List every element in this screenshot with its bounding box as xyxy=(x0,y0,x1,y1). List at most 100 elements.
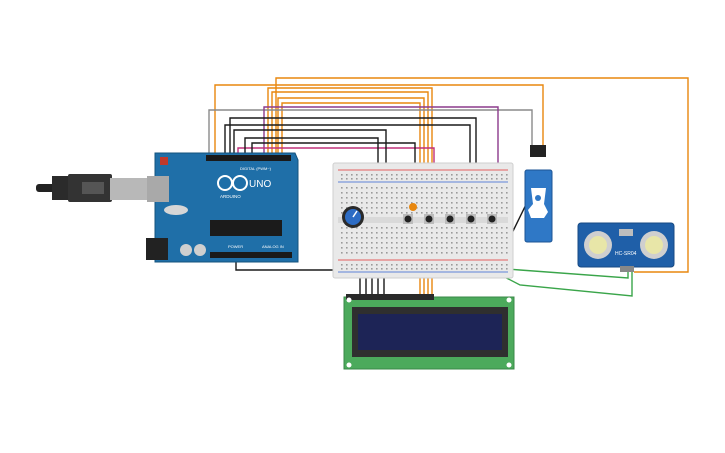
wire-junction xyxy=(409,203,417,211)
breadboard-hole xyxy=(351,174,353,176)
breadboard-hole xyxy=(501,174,503,176)
breadboard-hole xyxy=(441,268,443,270)
breadboard-hole xyxy=(411,268,413,270)
breadboard-hole xyxy=(371,227,373,229)
breadboard-hole xyxy=(381,264,383,266)
breadboard-hole xyxy=(351,264,353,266)
breadboard-hole xyxy=(341,174,343,176)
push-button-icon xyxy=(466,214,476,224)
breadboard-hole xyxy=(496,202,498,204)
breadboard-hole xyxy=(356,227,358,229)
breadboard-hole xyxy=(486,242,488,244)
breadboard-hole xyxy=(456,212,458,214)
breadboard-hole xyxy=(501,264,503,266)
breadboard-hole xyxy=(396,197,398,199)
breadboard-hole xyxy=(496,247,498,249)
breadboard-hole xyxy=(416,174,418,176)
digital-header-label: DIGITAL (PWM~) xyxy=(240,166,272,171)
breadboard-hole xyxy=(421,178,423,180)
breadboard-hole xyxy=(496,178,498,180)
breadboard-hole xyxy=(451,242,453,244)
breadboard-hole xyxy=(436,187,438,189)
breadboard-hole xyxy=(491,178,493,180)
breadboard-hole xyxy=(496,207,498,209)
breadboard-hole xyxy=(446,202,448,204)
sensor-model: HC-SR04 xyxy=(615,251,637,257)
breadboard-hole xyxy=(381,174,383,176)
breadboard-hole xyxy=(481,227,483,229)
breadboard-hole xyxy=(436,264,438,266)
breadboard-hole xyxy=(466,242,468,244)
breadboard-hole xyxy=(466,237,468,239)
breadboard-hole xyxy=(386,242,388,244)
breadboard-hole xyxy=(476,178,478,180)
breadboard-hole xyxy=(506,192,508,194)
breadboard-hole xyxy=(471,264,473,266)
breadboard-hole xyxy=(401,178,403,180)
breadboard-hole xyxy=(466,232,468,234)
breadboard-hole xyxy=(346,247,348,249)
breadboard-hole xyxy=(481,252,483,254)
breadboard-hole xyxy=(361,227,363,229)
arduino-brand: ARDUINO xyxy=(220,194,241,199)
breadboard-hole xyxy=(426,202,428,204)
breadboard-hole xyxy=(396,207,398,209)
breadboard-hole xyxy=(501,212,503,214)
breadboard-hole xyxy=(426,197,428,199)
breadboard-hole xyxy=(501,252,503,254)
breadboard-hole xyxy=(401,212,403,214)
arduino-logo-icon xyxy=(217,175,248,191)
breadboard-hole xyxy=(496,232,498,234)
breadboard-hole xyxy=(436,232,438,234)
push-button-icon xyxy=(445,214,455,224)
breadboard-hole xyxy=(361,237,363,239)
wire-gray xyxy=(208,109,533,155)
breadboard-hole xyxy=(401,197,403,199)
breadboard-hole xyxy=(471,187,473,189)
breadboard-hole xyxy=(366,207,368,209)
breadboard-hole xyxy=(426,232,428,234)
breadboard-hole xyxy=(401,227,403,229)
breadboard-hole xyxy=(486,264,488,266)
breadboard-hole xyxy=(471,268,473,270)
breadboard-hole xyxy=(431,232,433,234)
breadboard-hole xyxy=(466,264,468,266)
breadboard-hole xyxy=(356,192,358,194)
breadboard-hole xyxy=(486,252,488,254)
digital-header xyxy=(206,155,291,161)
breadboard-hole xyxy=(466,202,468,204)
breadboard-hole xyxy=(466,252,468,254)
breadboard-hole xyxy=(366,237,368,239)
breadboard-hole xyxy=(386,247,388,249)
breadboard-hole xyxy=(351,232,353,234)
breadboard-hole xyxy=(486,232,488,234)
breadboard-hole xyxy=(421,197,423,199)
breadboard-hole xyxy=(506,197,508,199)
breadboard-hole xyxy=(491,242,493,244)
breadboard-hole xyxy=(366,227,368,229)
breadboard-hole xyxy=(356,197,358,199)
breadboard-hole xyxy=(421,237,423,239)
breadboard-hole xyxy=(486,174,488,176)
breadboard-hole xyxy=(456,192,458,194)
breadboard-hole xyxy=(376,192,378,194)
breadboard-hole xyxy=(361,264,363,266)
breadboard-hole xyxy=(421,227,423,229)
breadboard-hole xyxy=(346,242,348,244)
push-button-icon xyxy=(403,214,413,224)
breadboard-hole xyxy=(471,212,473,214)
breadboard-hole xyxy=(446,174,448,176)
breadboard-hole xyxy=(466,227,468,229)
breadboard-hole xyxy=(416,202,418,204)
breadboard-hole xyxy=(461,227,463,229)
breadboard-hole xyxy=(386,178,388,180)
breadboard-hole xyxy=(386,187,388,189)
breadboard-hole xyxy=(456,187,458,189)
breadboard-hole xyxy=(416,212,418,214)
breadboard-hole xyxy=(411,174,413,176)
breadboard-hole xyxy=(491,207,493,209)
breadboard-hole xyxy=(451,247,453,249)
breadboard-hole xyxy=(381,237,383,239)
breadboard-hole xyxy=(461,237,463,239)
breadboard-hole xyxy=(391,174,393,176)
